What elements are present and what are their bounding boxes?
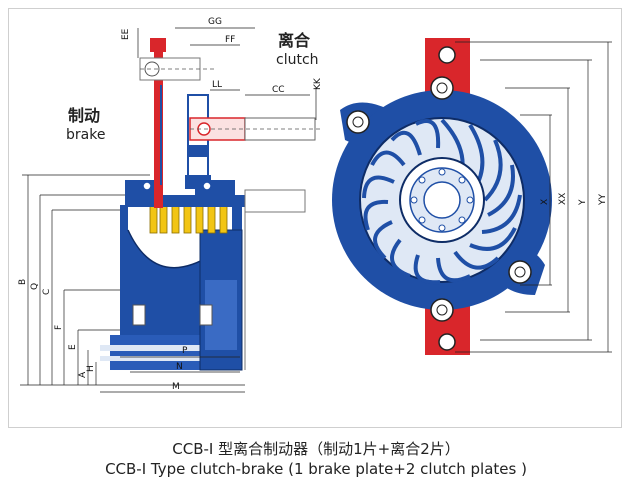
dim-ff: FF	[225, 35, 235, 45]
friction-plate-2	[159, 204, 168, 234]
dim-f: F	[54, 325, 64, 330]
cross-section-view	[100, 38, 320, 371]
dim-cc: CC	[272, 85, 285, 95]
caption-zh: CCB-I 型离合制动器（制动1片+离合2片）	[172, 440, 460, 458]
dim-c: C	[42, 289, 52, 295]
friction-plate-6	[207, 204, 216, 234]
dim-h: H	[86, 365, 96, 372]
bolt-top	[438, 46, 456, 64]
dim-kk: KK	[313, 77, 323, 90]
dim-e: E	[68, 344, 78, 350]
clutch-label-en: clutch	[276, 52, 319, 68]
clutch-label-zh: 离合	[278, 31, 311, 50]
caption-en: CCB-I Type clutch-brake (1 brake plate+2…	[105, 460, 527, 478]
bolt-bottom-2	[438, 333, 456, 351]
friction-plate-5	[195, 204, 204, 234]
dim-b: B	[18, 279, 28, 285]
brake-label-zh: 制动	[68, 106, 101, 125]
brake-rod	[154, 48, 163, 208]
dim-x: X	[540, 199, 550, 205]
dim-gg: GG	[208, 17, 222, 27]
dim-m: M	[172, 382, 180, 392]
dimension-lines-right	[455, 41, 612, 353]
dim-ll: LL	[212, 80, 222, 90]
friction-plate-1	[149, 204, 158, 234]
dim-ee: EE	[121, 28, 131, 40]
dimension-lines-left	[20, 27, 317, 393]
brake-label-en: brake	[66, 127, 106, 143]
dim-q: Q	[30, 283, 40, 290]
dim-yy: YY	[598, 194, 608, 206]
friction-plate-4	[183, 204, 192, 234]
dim-y: Y	[578, 199, 588, 206]
front-view	[332, 38, 552, 355]
dim-p: P	[182, 346, 188, 356]
friction-plate-3	[171, 204, 180, 234]
dim-a: A	[78, 371, 88, 378]
dim-xx: XX	[558, 193, 568, 205]
dim-n: N	[176, 362, 183, 372]
